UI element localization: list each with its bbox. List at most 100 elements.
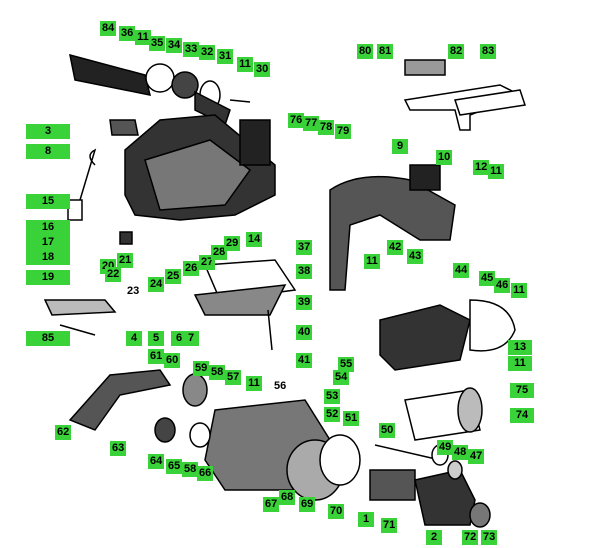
- label-24: 24: [148, 277, 165, 292]
- label-60: 60: [164, 353, 181, 368]
- label-66: 66: [197, 466, 214, 481]
- label-39: 39: [296, 295, 313, 310]
- label-74: 74: [510, 408, 534, 423]
- label-11: 11: [364, 254, 380, 269]
- label-59: 59: [193, 361, 210, 376]
- label-47: 47: [468, 449, 485, 464]
- label-44: 44: [453, 263, 470, 278]
- label-62: 62: [55, 425, 72, 440]
- label-53: 53: [324, 389, 341, 404]
- handle-assembly: [69, 53, 251, 127]
- label-83: 83: [480, 44, 497, 59]
- label-32: 32: [199, 45, 216, 60]
- label-25: 25: [165, 269, 182, 284]
- label-38: 38: [296, 264, 313, 279]
- label-76: 76: [288, 113, 305, 128]
- label-12: 12: [473, 160, 490, 175]
- main-housing: [109, 114, 276, 221]
- label-77: 77: [303, 116, 320, 131]
- gear-housing: [154, 399, 361, 501]
- label-48: 48: [452, 445, 469, 460]
- label-21: 21: [117, 253, 134, 268]
- label-15: 15: [26, 194, 70, 209]
- label-5: 5: [148, 331, 164, 346]
- label-41: 41: [296, 353, 313, 368]
- label-52: 52: [324, 407, 341, 422]
- label-73: 73: [481, 530, 498, 545]
- label-4: 4: [126, 331, 142, 346]
- label-51: 51: [343, 411, 360, 426]
- label-54: 54: [333, 370, 350, 385]
- label-34: 34: [166, 38, 183, 53]
- label-18: 18: [26, 250, 70, 265]
- label-11: 11: [237, 57, 253, 72]
- label-56: 56: [274, 380, 287, 392]
- base-plate: [193, 259, 297, 351]
- label-40: 40: [296, 325, 313, 340]
- label-9: 9: [392, 139, 408, 154]
- label-7: 7: [183, 331, 199, 346]
- label-61: 61: [148, 349, 165, 364]
- label-19: 19: [26, 270, 70, 285]
- label-11: 11: [488, 164, 504, 179]
- label-58: 58: [182, 462, 199, 477]
- label-11: 11: [511, 283, 527, 298]
- label-67: 67: [263, 497, 280, 512]
- label-55: 55: [338, 357, 355, 372]
- label-42: 42: [387, 240, 404, 255]
- label-80: 80: [357, 44, 374, 59]
- label-64: 64: [148, 454, 165, 469]
- label-13: 13: [508, 340, 532, 355]
- label-68: 68: [279, 490, 296, 505]
- label-72: 72: [462, 530, 479, 545]
- label-31: 31: [217, 49, 234, 64]
- label-79: 79: [335, 124, 352, 139]
- label-85: 85: [26, 331, 70, 346]
- label-22: 22: [105, 267, 122, 282]
- label-11: 11: [135, 30, 151, 45]
- label-57: 57: [225, 370, 242, 385]
- label-3: 3: [26, 124, 70, 139]
- label-65: 65: [166, 459, 183, 474]
- parallel-fence: [454, 89, 526, 116]
- label-30: 30: [254, 62, 271, 77]
- label-16: 16: [26, 220, 70, 235]
- label-84: 84: [100, 21, 117, 36]
- label-82: 82: [448, 44, 465, 59]
- label-17: 17: [26, 235, 70, 250]
- label-70: 70: [328, 504, 345, 519]
- drive-belt: [68, 369, 208, 431]
- label-28: 28: [211, 245, 228, 260]
- label-37: 37: [296, 240, 313, 255]
- label-75: 75: [510, 383, 534, 398]
- belt-cover: [379, 299, 516, 371]
- planer-drum: [404, 387, 483, 441]
- label-78: 78: [318, 120, 335, 135]
- label-33: 33: [183, 42, 200, 57]
- label-23: 23: [127, 285, 140, 297]
- label-43: 43: [407, 249, 424, 264]
- label-69: 69: [299, 497, 316, 512]
- label-71: 71: [381, 518, 398, 533]
- label-8: 8: [26, 144, 70, 159]
- label-58: 58: [209, 365, 226, 380]
- label-26: 26: [183, 261, 200, 276]
- label-49: 49: [437, 440, 454, 455]
- label-45: 45: [479, 271, 496, 286]
- label-14: 14: [246, 232, 263, 247]
- label-81: 81: [377, 44, 394, 59]
- label-36: 36: [119, 26, 136, 41]
- label-11: 11: [246, 376, 262, 391]
- label-50: 50: [379, 423, 396, 438]
- label-63: 63: [110, 441, 127, 456]
- label-29: 29: [224, 236, 241, 251]
- label-11: 11: [508, 356, 532, 371]
- label-46: 46: [494, 278, 511, 293]
- label-35: 35: [149, 36, 166, 51]
- label-10: 10: [436, 150, 453, 165]
- label-1: 1: [358, 512, 374, 527]
- label-2: 2: [426, 530, 442, 545]
- motor-armature: [369, 444, 491, 528]
- small-parts-left: [43, 148, 133, 336]
